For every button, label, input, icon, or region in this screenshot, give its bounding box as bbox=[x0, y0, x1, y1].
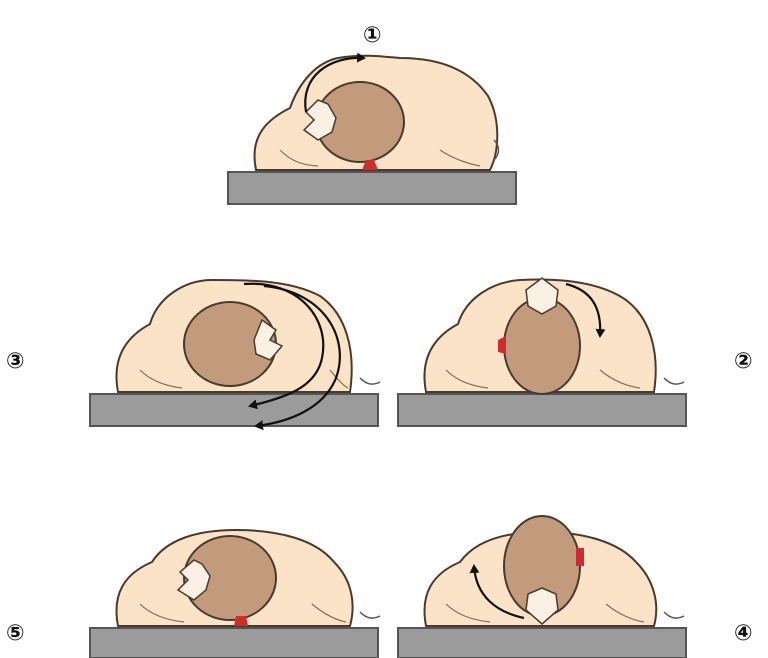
step-label-4: ④ bbox=[734, 621, 753, 646]
step-label-3: ③ bbox=[6, 349, 25, 374]
panel-step-4 bbox=[398, 516, 686, 658]
panel-step-2 bbox=[398, 278, 686, 426]
step-label-5: ⑤ bbox=[6, 621, 25, 646]
table-1 bbox=[228, 172, 516, 204]
table-4 bbox=[398, 628, 686, 658]
red-mark-5 bbox=[234, 616, 248, 626]
step-label-2: ② bbox=[734, 349, 753, 374]
red-mark-4 bbox=[576, 548, 584, 566]
table-2 bbox=[398, 394, 686, 426]
step-label-1: ① bbox=[363, 23, 382, 48]
panel-step-3 bbox=[90, 280, 380, 426]
table-5 bbox=[90, 628, 378, 658]
panel-step-5 bbox=[90, 530, 380, 658]
panel-step-1 bbox=[228, 56, 516, 204]
table-3 bbox=[90, 394, 378, 426]
